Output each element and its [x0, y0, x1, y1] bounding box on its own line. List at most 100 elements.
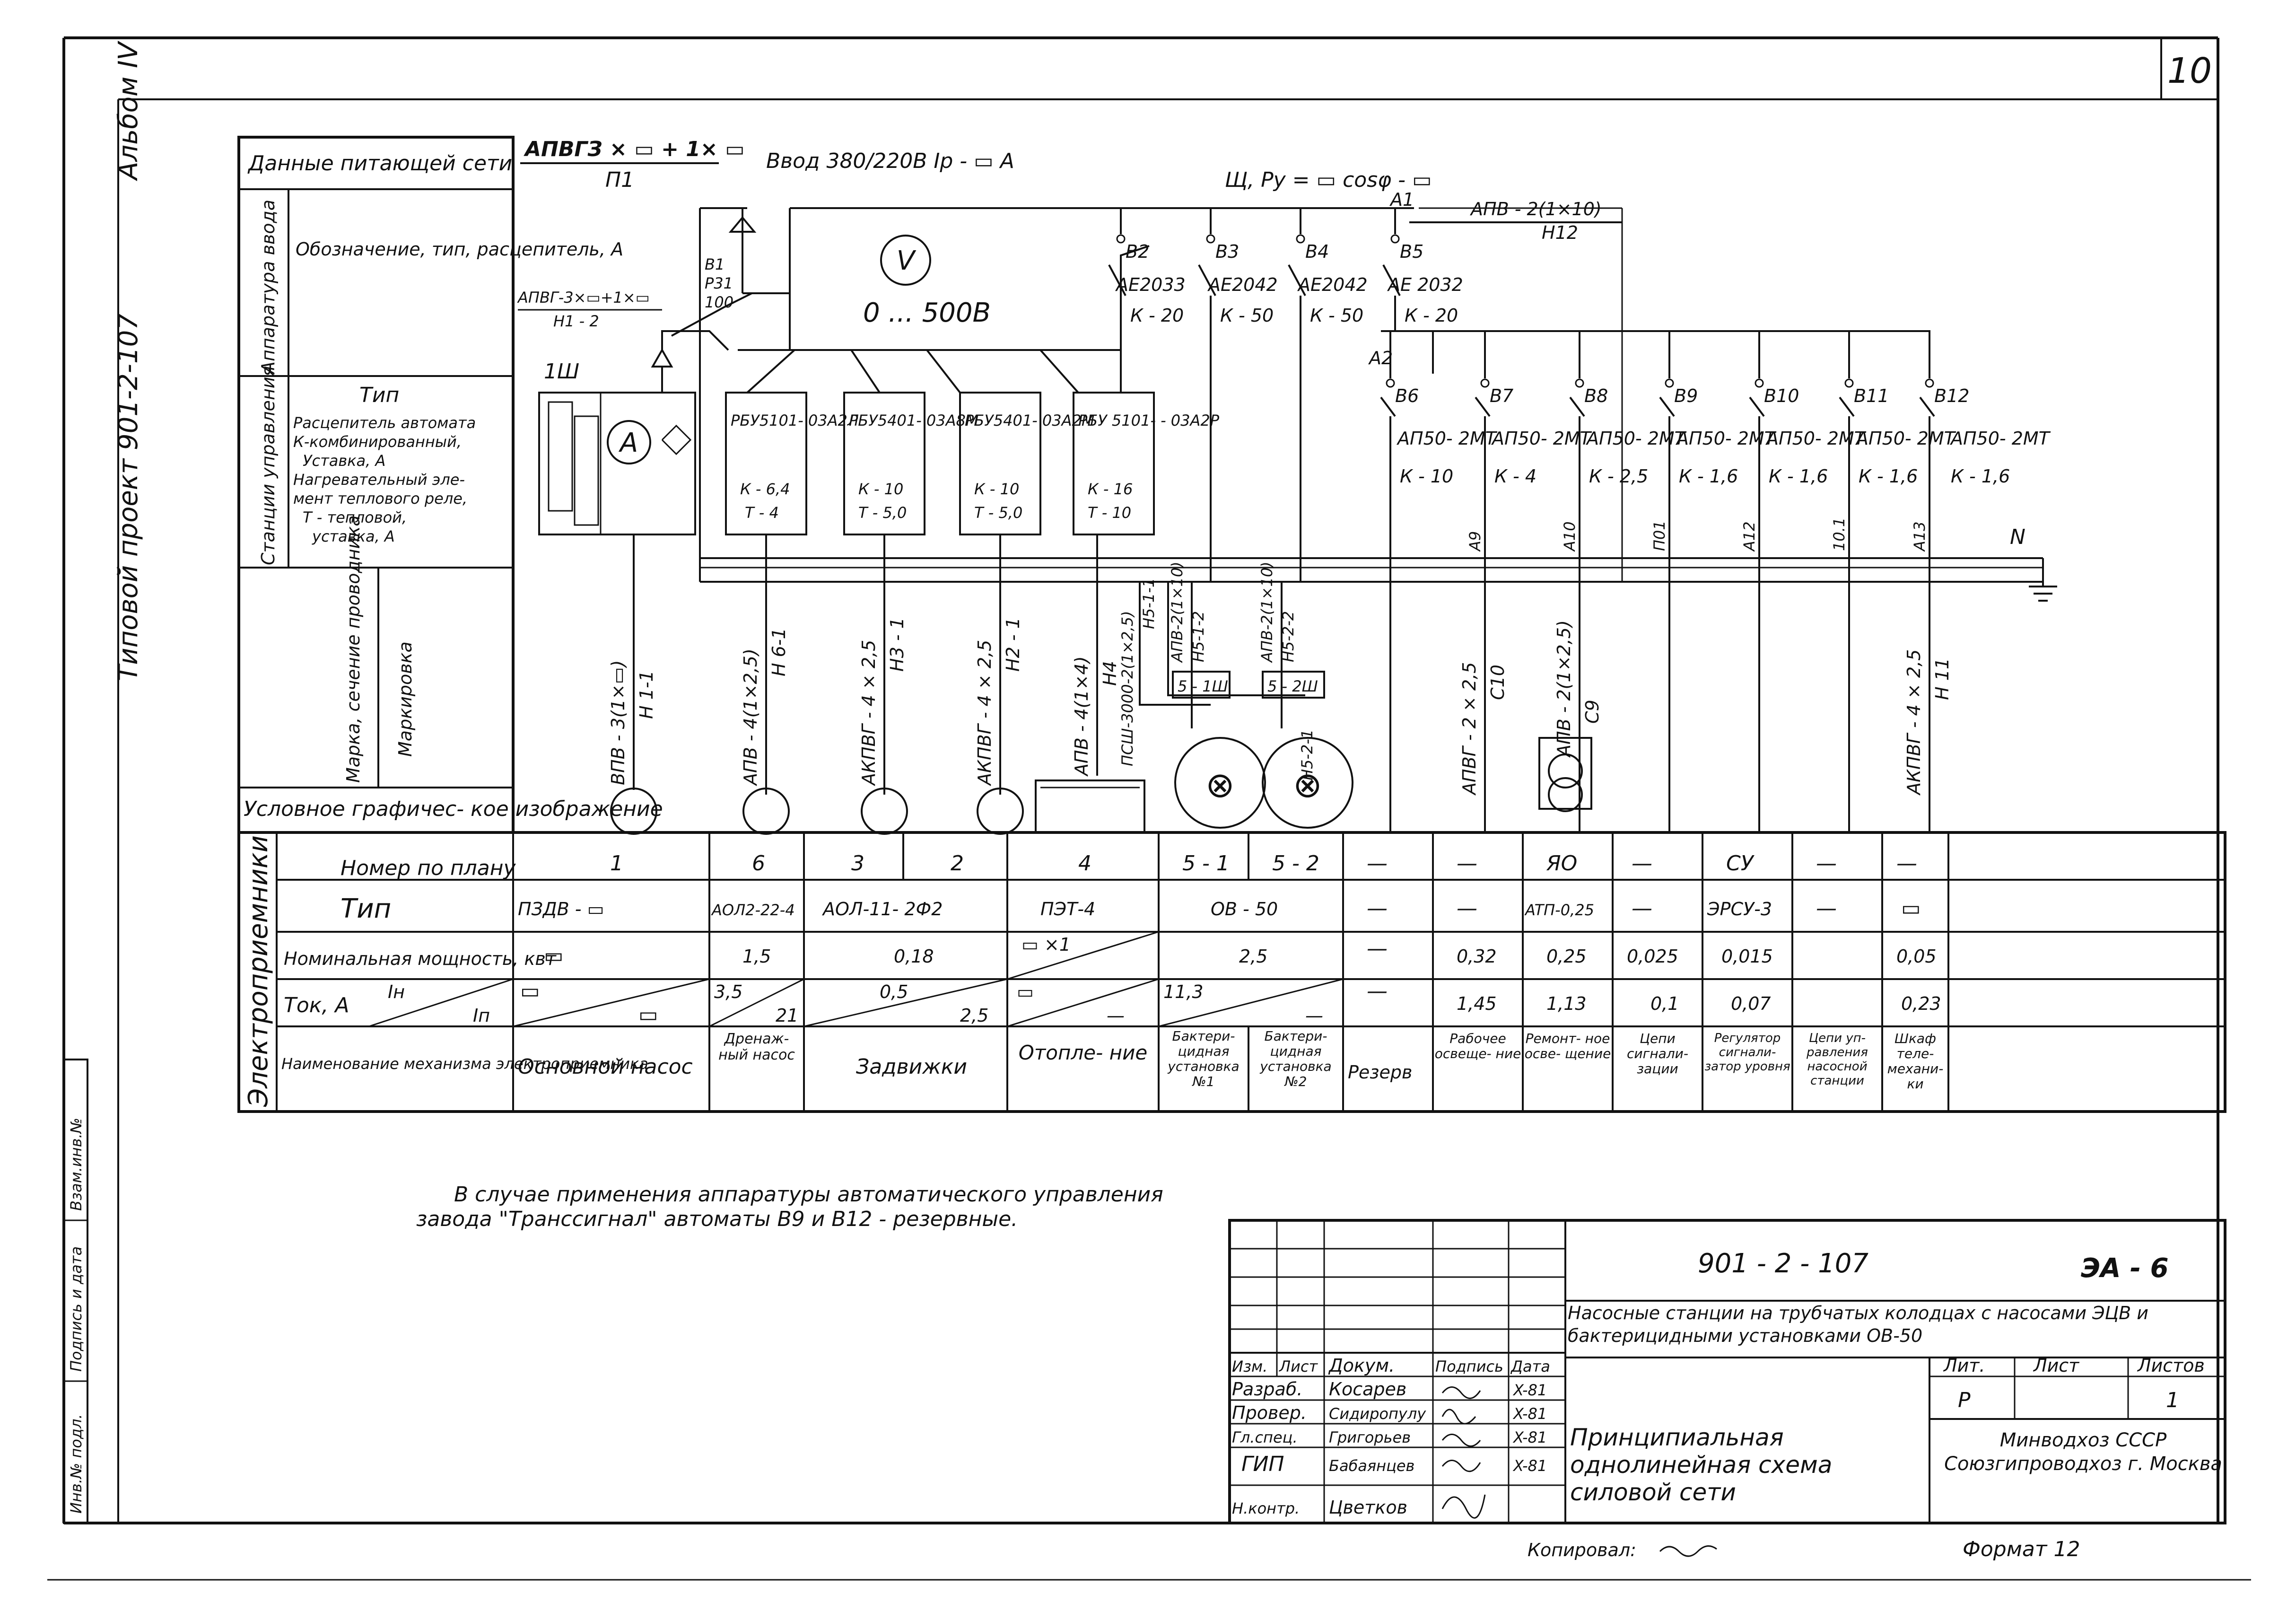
tb-sheet-code: ЭА - 6	[2081, 1253, 2169, 1284]
note-text: В случае применения аппаратуры автоматич…	[416, 1182, 1163, 1231]
current-transformer-icon	[661, 424, 692, 455]
p31-label: Р31	[705, 274, 733, 292]
apparatus-label: Обозначение, тип, расцепитель, А	[296, 239, 623, 260]
power-diag-4	[1007, 931, 1159, 980]
power-cell: 0,18	[894, 946, 934, 967]
feeder-wire: ПСШ-3000-2(1×2,5)	[1118, 611, 1136, 766]
type-cell: ПЗДВ - ▭	[518, 899, 604, 919]
name-cell: Резерв	[1348, 1062, 1412, 1083]
num-cell: —	[1896, 851, 1917, 876]
name-cell-9: Ремонт- ное осве- щение	[1525, 1031, 1611, 1061]
name-cell: Цепи сигнали- зации	[1627, 1031, 1688, 1077]
name-cell: Задвижки	[856, 1055, 967, 1079]
ip-diag-5	[1158, 978, 1344, 1027]
tb-org: Минводхоз СССР Союзгипроводхоз г. Москва	[1944, 1429, 2222, 1475]
side-stamp-sign: Подпись и дата	[67, 1246, 85, 1372]
feeder-line-9	[1167, 582, 1305, 696]
uv-lamp-symbol-1	[1174, 737, 1266, 829]
starter-k: К - 6,4	[740, 480, 790, 498]
tb-col-sign: Подпись	[1435, 1357, 1503, 1375]
num-cell: 6	[752, 851, 765, 876]
starter-t: Т - 5,0	[974, 504, 1022, 522]
input-breaker-b1	[671, 292, 752, 337]
project-side-text: Типовой проект 901-2-107	[113, 313, 144, 681]
name-cell: Основной насос	[518, 1055, 693, 1079]
power-cell: 1,5	[742, 946, 771, 967]
name-cell: Рабочее освеще- ние	[1434, 1031, 1521, 1061]
num-cell: —	[1816, 851, 1837, 876]
feeder-mark: Н 6-1	[768, 628, 789, 676]
supply-label: Данные питающей сети	[247, 151, 512, 175]
feeder-mark: Н2 - 1	[1003, 617, 1023, 672]
type-cell: ПЭТ-4	[1040, 899, 1095, 919]
tb-sheets-value: 1	[2166, 1388, 2179, 1412]
tb-date: X-81	[1512, 1457, 1547, 1475]
feeder-mark: С9	[1582, 700, 1603, 724]
transformer-box	[1538, 737, 1592, 810]
consumers-group-label: Электроприемники	[243, 835, 274, 1107]
feeder-mark: Н5-1-2	[1189, 611, 1207, 662]
breaker-type: АП50- 2МТ	[1949, 428, 2051, 449]
panel-1sh-label: 1Ш	[544, 359, 579, 384]
station-line-7: уставка, А	[312, 527, 395, 545]
bus-mark: А10	[1561, 521, 1579, 552]
breaker-name: В3	[1215, 241, 1239, 262]
breaker-type: АП50- 2МТ	[1765, 428, 1867, 449]
box-5-2sh	[1262, 671, 1325, 699]
upper-breaker-b3: В3 АЕ2042 К - 50	[1198, 208, 1278, 582]
tb-lit-label: Лит.	[1943, 1355, 1985, 1376]
current-in-cell: 0,1	[1650, 993, 1679, 1014]
bus-mark: П01	[1650, 520, 1668, 551]
breaker-rating: К - 10	[1400, 466, 1453, 487]
input-cable-sub: Н1 - 2	[553, 312, 599, 330]
starter-4: РБУ 5101- - 03А2Р К - 16 Т - 10	[1073, 392, 1220, 535]
type-cell: ЭРСУ-3	[1707, 899, 1772, 919]
type-cell: ATП-0,25	[1524, 901, 1594, 919]
power-cell: 0,05	[1896, 946, 1937, 967]
main-cable-sub: П1	[605, 168, 634, 192]
starter-1: РБУ5101- 03А2Л К - 6,4 Т - 4	[725, 392, 859, 535]
row-label-ip: Іп	[473, 1005, 490, 1026]
ammeter-symbol: A	[619, 428, 638, 458]
type-cell: АОЛ2-22-4	[711, 901, 795, 919]
current-ip-cell: —	[1107, 1005, 1125, 1026]
breaker-type: АП50- 2МТ	[1396, 428, 1498, 449]
station-line-2: К-комбинированный,	[293, 433, 462, 451]
current-ip-cell: ▭	[638, 1003, 658, 1027]
left-header-table: Данные питающей сети Аппаратура ввода Об…	[237, 136, 663, 834]
row-label-number: Номер по плану	[340, 856, 516, 880]
voltmeter-range: 0 ... 500В	[863, 298, 991, 328]
current-in-cell: 1,45	[1457, 993, 1497, 1014]
name-cell-6: Бактери- цидная установка №2	[1260, 1029, 1331, 1089]
power-cell: 2,5	[1239, 946, 1267, 967]
ip-diag-4	[1007, 978, 1159, 1027]
side-stamp-vzam: Взам.инв.№	[67, 1118, 85, 1211]
name-cell: Дренаж- ный насос	[718, 1031, 795, 1063]
tb-drawing-title-box: Принципиальная однолинейная схема силово…	[1570, 1424, 1832, 1506]
feeder-wire: АКПВГ - 4 × 2,5	[974, 640, 995, 787]
transformer-coil-1	[1548, 753, 1583, 788]
num-cell: 1	[610, 851, 623, 876]
starter-t: Т - 4	[745, 504, 779, 522]
feeder-mark: С10	[1487, 665, 1508, 700]
num-cell: 3	[851, 851, 864, 876]
starter-box	[1073, 392, 1155, 535]
name-cell-13: Шкаф теле- механи- ки	[1887, 1031, 1944, 1092]
breaker-rating: К - 1,6	[1679, 466, 1738, 487]
title-block-frame	[1228, 1219, 2226, 1524]
album-side-text: Альбом IV	[113, 41, 144, 181]
current-in-cell: ▭	[520, 979, 540, 1003]
tb-role: Гл.спец.	[1232, 1428, 1298, 1446]
station-line-4: Нагревательный эле-	[293, 471, 465, 489]
breaker-name: В7	[1490, 385, 1513, 406]
name-cell-2: Дренаж- ный насос	[718, 1031, 795, 1063]
consumers-table: Электроприемники Номер по плану Тип Номи…	[237, 831, 2226, 1113]
current-in-cell: —	[1367, 979, 1388, 1003]
name-cell-10: Цепи сигнали- зации	[1627, 1031, 1688, 1077]
starter-link-1	[746, 349, 881, 394]
starter-type: РБУ 5101- - 03А2Р	[1078, 412, 1220, 429]
station-line-5: мент теплового реле,	[293, 490, 467, 508]
row-label-current: Ток, А	[284, 993, 349, 1017]
name-cell-11: Регулятор сигнали- затор уровня	[1704, 1031, 1790, 1074]
upper-breaker-b2: В2 АЕ2033 К - 20	[1108, 208, 1186, 393]
